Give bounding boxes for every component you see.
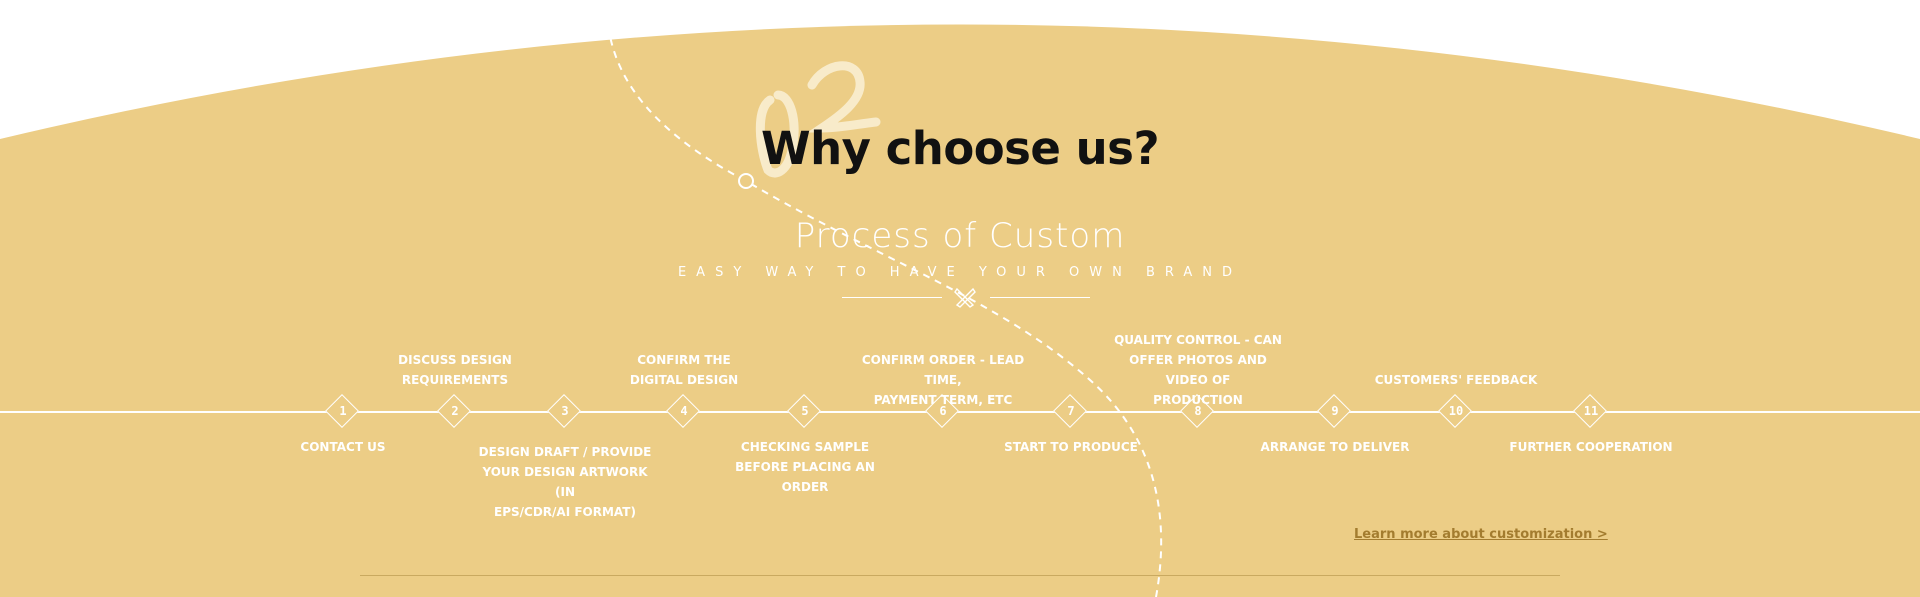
step-number: 10 (1448, 404, 1464, 418)
step-marker-11: 11 (1573, 394, 1607, 428)
step-number: 3 (561, 404, 569, 418)
step-label-7: START TO PRODUCE (1004, 440, 1138, 454)
step-marker-5: 5 (787, 394, 821, 428)
step-label-2: DISCUSS DESIGN REQUIREMENTS (398, 353, 512, 387)
pencil-ruler-icon (954, 287, 976, 308)
step-marker-8: 8 (1180, 394, 1214, 428)
step-marker-2: 2 (437, 394, 471, 428)
step-marker-3: 3 (547, 394, 581, 428)
step-number: 8 (1194, 404, 1202, 418)
step-number: 7 (1067, 404, 1075, 418)
process-tagline: EASY WAY TO HAVE YOUR OWN BRAND (677, 265, 1243, 280)
step-label-3: DESIGN DRAFT / PROVIDE YOUR DESIGN ARTWO… (478, 445, 652, 519)
step-label-5: CHECKING SAMPLE BEFORE PLACING AN ORDER (735, 440, 875, 494)
learn-more-link[interactable]: Learn more about customization > (1354, 527, 1608, 542)
divider-line-left (842, 297, 942, 298)
step-number: 1 (339, 404, 347, 418)
step-marker-4: 4 (666, 394, 700, 428)
bottom-divider (360, 575, 1560, 576)
step-label-11: FURTHER COOPERATION (1509, 440, 1673, 454)
step-label-10: CUSTOMERS' FEEDBACK (1374, 373, 1538, 387)
step-marker-1: 1 (325, 394, 359, 428)
step-marker-6: 6 (925, 394, 959, 428)
process-timeline-line (0, 411, 1920, 413)
step-marker-10: 10 (1438, 394, 1472, 428)
step-label-1: CONTACT US (300, 440, 386, 454)
route-dot (738, 173, 754, 189)
process-subtitle: Process of Custom (794, 216, 1126, 256)
step-number: 4 (680, 404, 688, 418)
divider-line-right (990, 297, 1090, 298)
step-marker-9: 9 (1317, 394, 1351, 428)
step-number: 11 (1583, 404, 1599, 418)
step-label-6: CONFIRM ORDER - LEAD TIME, PAYMENT TERM,… (861, 353, 1025, 407)
step-marker-7: 7 (1053, 394, 1087, 428)
step-number: 5 (801, 404, 809, 418)
title-divider (840, 286, 1090, 308)
decor-number (755, 61, 881, 178)
step-label-8: QUALITY CONTROL - CAN OFFER PHOTOS AND V… (1114, 333, 1282, 407)
step-label-4: CONFIRM THE DIGITAL DESIGN (629, 353, 739, 387)
step-number: 6 (939, 404, 947, 418)
step-number: 2 (451, 404, 459, 418)
step-label-9: ARRANGE TO DELIVER (1260, 440, 1410, 454)
yellow-arc-band (0, 24, 1920, 597)
section-title: Why choose us? (760, 122, 1160, 175)
step-number: 9 (1331, 404, 1339, 418)
